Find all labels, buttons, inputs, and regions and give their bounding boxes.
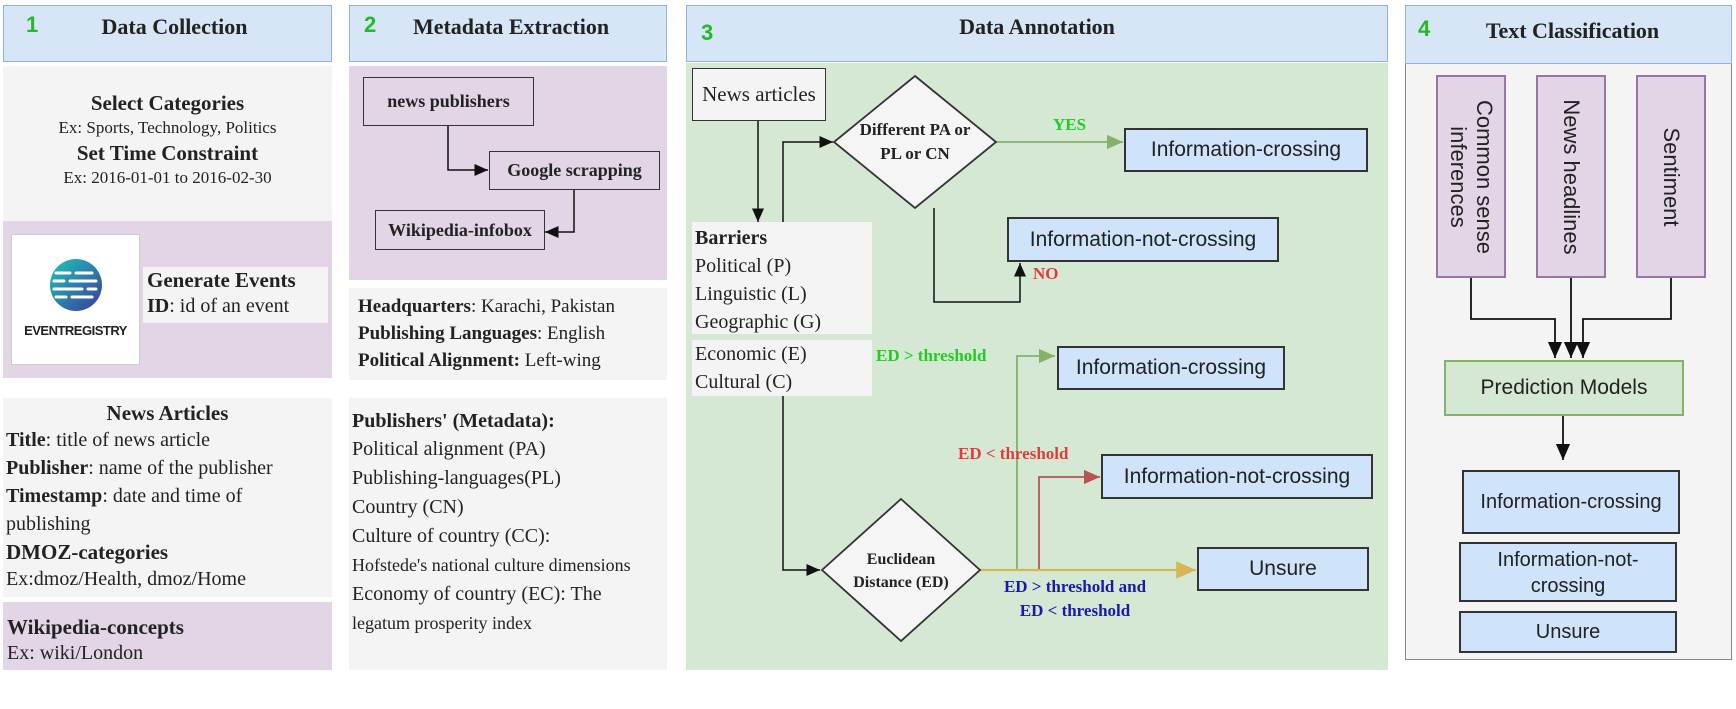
metadata-item: Political alignment (PA)	[352, 438, 546, 460]
dmoz-example: Ex:dmoz/Health, dmoz/Home	[6, 568, 246, 590]
wiki-concepts-example: Ex: wiki/London	[7, 642, 144, 664]
prediction-models-box: Prediction Models	[1444, 360, 1684, 416]
generate-events-title: Generate Events	[147, 268, 296, 292]
event-id-text: : id of an event	[169, 295, 290, 317]
time-constraint-example: Ex: 2016-01-01 to 2016-02-30	[63, 168, 272, 187]
generate-events-block: EVENTREGISTRY Generate Events ID: id of …	[3, 221, 332, 378]
google-scrapping-box: Google scrapping	[489, 151, 660, 190]
input-sentiment: Sentiment	[1636, 75, 1706, 278]
news-articles-box: News articles	[692, 68, 826, 121]
generate-events-label: Generate Events ID: id of an event	[143, 267, 328, 323]
wiki-concepts-title: Wikipedia-concepts	[7, 615, 184, 639]
outcome-information-not-crossing: Information-not-crossing	[1007, 217, 1279, 262]
outcome-information-crossing: Information-crossing	[1057, 346, 1285, 390]
news-articles-title: News Articles	[106, 401, 229, 425]
barriers-box: Barriers Political (P) Linguistic (L) Ge…	[692, 222, 872, 334]
publishers-metadata-list: Publishers' (Metadata): Political alignm…	[349, 398, 667, 670]
news-field-timestamp: Timestamp: date and time of publishing	[6, 485, 243, 535]
news-articles-block: News Articles Title: title of news artic…	[3, 398, 332, 597]
input-news-headlines: News headlines	[1536, 75, 1606, 278]
wikipedia-concepts-block: Wikipedia-concepts Ex: wiki/London	[3, 602, 332, 670]
outcome-unsure: Unsure	[1197, 547, 1369, 591]
panel-title: Data Collection	[101, 14, 248, 39]
panel1-header: 1 Data Collection	[3, 5, 332, 62]
panel-title: Text Classification	[1485, 18, 1660, 43]
step-number: 2	[364, 12, 377, 37]
metadata-item-note: legatum prosperity index	[352, 613, 532, 633]
barrier-item: Cultural (C)	[695, 371, 793, 393]
barrier-item: Economic (E)	[695, 343, 807, 365]
outcome-information-not-crossing: Information-not-crossing	[1101, 454, 1373, 499]
ed-greater-label: ED > threshold	[876, 346, 987, 365]
time-constraint-title: Set Time Constraint	[76, 141, 259, 165]
event-id-label: ID	[147, 295, 170, 317]
panel3-header: 3 Data Annotation	[686, 5, 1388, 62]
input-common-sense-inferences: Common sense inferences	[1436, 75, 1506, 278]
select-categories-block: Select Categories Ex: Sports, Technology…	[3, 66, 332, 221]
diamond-different-label: Different PA or PL or CN	[859, 120, 971, 163]
dmoz-title: DMOZ-categories	[6, 540, 169, 564]
news-publishers-box: news publishers	[363, 77, 534, 126]
output-information-crossing: Information-crossing	[1462, 470, 1680, 534]
ed-both-label: ED > threshold and ED < threshold	[1003, 577, 1147, 620]
metadata-item-note: Hofstede's national culture dimensions	[352, 555, 631, 575]
panel4-header: 4 Text Classification	[1405, 5, 1732, 64]
wikipedia-infobox-box: Wikipedia-infobox	[375, 210, 545, 250]
metadata-item: Culture of country (CC):	[352, 525, 551, 547]
metadata-item: Publishing-languages(PL)	[352, 467, 561, 489]
panel-title: Data Annotation	[959, 14, 1115, 39]
panel2-header: 2 Metadata Extraction	[349, 5, 667, 62]
ed-less-label: ED < threshold	[958, 444, 1069, 463]
output-unsure: Unsure	[1459, 611, 1677, 653]
step-number: 3	[701, 20, 714, 45]
scraping-flow-block: news publishers Google scrapping Wikiped…	[349, 66, 667, 280]
decision-diamond	[832, 74, 998, 210]
event-registry-logo-icon	[50, 259, 102, 311]
metadata-item: Economy of country (EC): The	[352, 583, 602, 605]
barriers-title: Barriers	[695, 227, 768, 249]
publisher-metadata-example: Headquarters: Karachi, Pakistan Publishi…	[349, 288, 667, 380]
barrier-item: Linguistic (L)	[695, 283, 807, 305]
yes-label: YES	[1053, 115, 1087, 134]
no-label: NO	[1033, 264, 1059, 283]
event-registry-logo: EVENTREGISTRY	[11, 234, 140, 365]
outcome-information-crossing: Information-crossing	[1124, 128, 1368, 172]
scraping-flow-arrows	[447, 126, 575, 238]
diamond-euclidean-label: Euclidean Distance (ED)	[853, 551, 949, 591]
select-categories-title: Select Categories	[90, 91, 245, 115]
barriers-box-2: Economic (E) Cultural (C)	[692, 340, 872, 396]
panel-title: Metadata Extraction	[412, 14, 610, 39]
select-categories-example: Ex: Sports, Technology, Politics	[58, 118, 277, 137]
event-registry-wordmark: EVENTREGISTRY	[24, 323, 127, 338]
step-number: 1	[26, 12, 39, 37]
decision-diamond	[820, 497, 982, 643]
output-information-not-crossing: Information-not-crossing	[1459, 542, 1677, 602]
barrier-item: Political (P)	[695, 255, 792, 277]
news-field-publisher: Publisher: name of the publisher	[6, 457, 273, 479]
metadata-item: Country (CN)	[352, 496, 464, 518]
step-number: 4	[1418, 16, 1431, 41]
news-field-title: Title: title of news article	[6, 429, 211, 451]
publishers-metadata-title: Publishers' (Metadata):	[352, 410, 555, 432]
barrier-item: Geographic (G)	[695, 311, 822, 333]
